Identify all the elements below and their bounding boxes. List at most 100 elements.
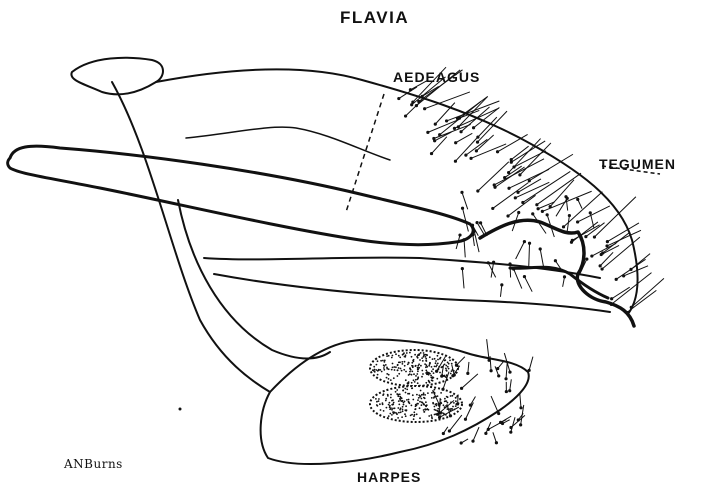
stipple-dot [439,358,441,360]
tegumen-bristle-base [576,220,579,223]
tegumen-bristle-base [464,153,467,156]
stipple-dot [398,400,400,402]
stipple-dot [428,365,430,367]
stipple-dot [397,364,399,366]
stipple-dot [385,364,387,366]
stipple-dot [413,379,415,381]
stipple-dot [428,415,430,417]
tegumen-bristle-base [576,198,579,201]
stipple-dot [379,403,381,405]
stipple-dot [404,413,406,415]
tegumen-bristle-base [508,262,511,265]
stipple-dot [372,369,374,371]
stipple-dot [400,368,402,370]
stipple-dot [398,367,400,369]
stipple-dot [408,401,410,403]
stipple-dot [404,361,406,363]
stipple-dot [421,376,423,378]
stipple-dot [400,411,402,413]
tegumen-bristle-base [475,221,478,224]
stipple-dot [397,407,399,409]
stipple-dot [450,395,452,397]
tegumen-bristle-base [507,171,510,174]
stipple-dot [451,363,453,365]
saccus-stalk [112,82,270,392]
stipple-dot [421,404,423,406]
stipple-dot [388,355,390,357]
stipple-dot [429,362,431,364]
stipple-dot [387,395,389,397]
stipple-dot [373,366,375,368]
tegumen-bristle-base [536,207,539,210]
stipple-dot [411,414,413,416]
stipple-dot [431,366,433,368]
tegumen-bristle [462,269,464,289]
tegumen-bristle-base [590,254,593,257]
stipple-dot [402,363,404,365]
stipple-dot [434,366,436,368]
tegumen-bristle-base [415,104,418,107]
stipple-dot [438,406,440,408]
harpe-bristle-base [497,412,500,415]
stipple-dot [397,417,399,419]
tegumen-bristle-base [610,303,613,306]
stipple-dot [417,354,419,356]
stipple-dot [436,405,438,407]
stipple-dot [398,404,400,406]
tegumen-bristle-base [469,157,472,160]
tegumen-edge [480,220,634,326]
stipple-dot [408,381,410,383]
harpe-bristle [510,379,512,390]
stipple-dot [405,392,407,394]
stipple-dot [411,362,413,364]
harpe-bristle [491,396,499,413]
stipple-dot [399,357,401,359]
stipple-dot [396,413,398,415]
stipple-dot [383,367,385,369]
stipple-dot [436,364,438,366]
stipple-dot [404,388,406,390]
tegumen-bristle-base [599,264,602,267]
tegumen-bristle-base [610,297,613,300]
tegumen-bristle-base [453,127,456,130]
stipple-dot [389,402,391,404]
tegumen-bristle-base [500,283,503,286]
stipple-dot [447,406,449,408]
harpe-bristle [449,415,461,431]
harpe-bristle-base [460,387,463,390]
harpe-bristle [468,362,469,373]
harpe-bristle-base [455,364,458,367]
stipple-dot [405,415,407,417]
tegumen-bristle-base [421,95,424,98]
tegumen-bristle-base [622,274,625,277]
harpe-bristle-base [528,369,531,372]
stipple-dot [431,416,433,418]
stipple-dot [376,364,378,366]
stipple-dot [434,393,436,395]
stipple-dot [391,369,393,371]
stipple-dot [434,396,436,398]
stipple-dot [437,408,439,410]
harpe-bristle-base [460,441,463,444]
stipple-dot [414,354,416,356]
stipple-dot [377,374,379,376]
tegumen-bristle [456,133,473,142]
tegumen-bristle [399,87,417,99]
stipple-dot [438,417,440,419]
harpe-bristle [520,393,521,408]
stipple-dot [409,352,411,354]
tegumen-bristle [624,266,648,276]
stipple-dot [375,398,377,400]
stipple-dot [425,372,427,374]
tegumen-bristle-base [475,149,478,152]
harpe-bristle-base [509,431,512,434]
tegumen-bristle [435,132,452,141]
label-aedeagus: AEDEAGUS [393,70,480,84]
aedeagus-inner-line [186,127,390,160]
stipple-dot [432,403,434,405]
stipple-dot [392,404,394,406]
stipple-dot [432,368,434,370]
tegumen-bristle-base [434,123,437,126]
ink-mark [179,408,182,411]
